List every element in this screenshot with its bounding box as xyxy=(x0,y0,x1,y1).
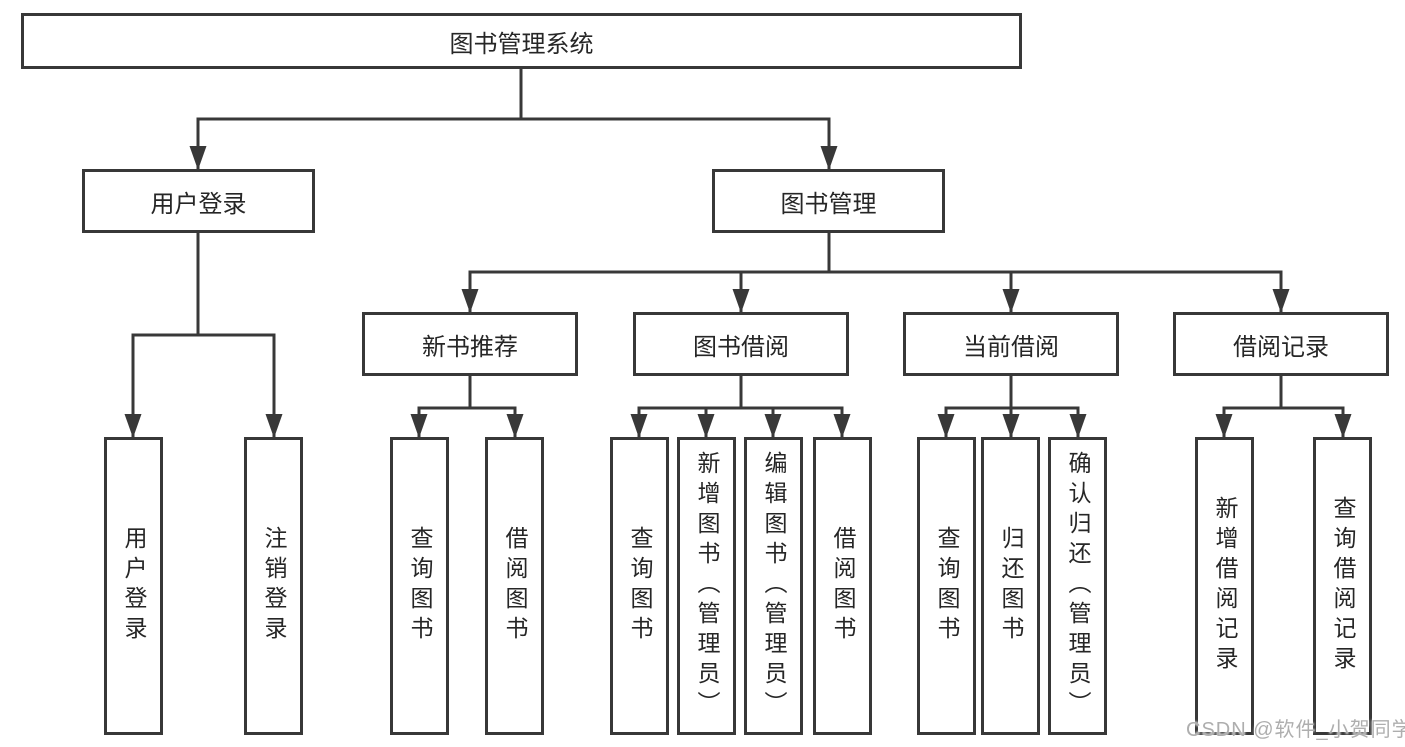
connector-book-borrow-children xyxy=(630,374,851,439)
node-leaf-cb-return: 归还图书 xyxy=(981,437,1040,735)
node-leaf-logout: 注销登录 xyxy=(244,437,303,735)
node-leaf-bb-add: 新增图书（管理员） xyxy=(677,437,736,735)
node-leaf-br-query: 查询借阅记录 xyxy=(1313,437,1372,735)
node-leaf-nb-borrow: 借阅图书 xyxy=(485,437,544,735)
node-leaf-bb-borrow: 借阅图书 xyxy=(813,437,872,735)
node-label: 借阅记录 xyxy=(1233,333,1329,361)
node-label: 用户登录 xyxy=(150,190,247,218)
connector-new-book-children xyxy=(410,374,524,439)
node-label: 查询图书 xyxy=(934,526,960,646)
node-label: 借阅图书 xyxy=(830,526,856,646)
node-label: 用户登录 xyxy=(121,526,147,646)
node-user-login: 用户登录 xyxy=(82,169,315,233)
node-label: 新增图书（管理员） xyxy=(694,451,720,721)
node-label: 编辑图书（管理员） xyxy=(761,451,787,721)
node-label: 图书管理 xyxy=(780,190,877,218)
node-borrow-record: 借阅记录 xyxy=(1173,312,1389,376)
node-label: 图书借阅 xyxy=(693,333,789,361)
node-leaf-bb-query: 查询图书 xyxy=(610,437,669,735)
connector-root-children xyxy=(189,67,838,171)
node-label: 注销登录 xyxy=(261,526,287,646)
node-leaf-cb-query: 查询图书 xyxy=(917,437,976,735)
connector-user-login-children xyxy=(124,231,283,439)
node-leaf-cb-confirm: 确认归还（管理员） xyxy=(1048,437,1107,735)
node-label: 图书管理系统 xyxy=(449,30,594,58)
node-leaf-br-add: 新增借阅记录 xyxy=(1195,437,1254,735)
connector-borrow-record-children xyxy=(1215,374,1352,439)
node-current-borrow: 当前借阅 xyxy=(903,312,1119,376)
connector-current-borrow-children xyxy=(937,374,1087,439)
node-leaf-nb-query: 查询图书 xyxy=(390,437,449,735)
node-label: 查询图书 xyxy=(407,526,433,646)
node-leaf-user-login: 用户登录 xyxy=(104,437,163,735)
node-label: 借阅图书 xyxy=(502,526,528,646)
node-label: 查询图书 xyxy=(627,526,653,646)
node-label: 新书推荐 xyxy=(422,333,518,361)
node-book-borrow: 图书借阅 xyxy=(633,312,849,376)
node-label: 归还图书 xyxy=(998,526,1024,646)
node-book-mgmt: 图书管理 xyxy=(712,169,945,233)
connector-book-mgmt-children xyxy=(461,231,1290,314)
node-label: 查询借阅记录 xyxy=(1330,496,1356,676)
node-leaf-bb-edit: 编辑图书（管理员） xyxy=(744,437,803,735)
node-new-book-rec: 新书推荐 xyxy=(362,312,578,376)
node-label: 新增借阅记录 xyxy=(1212,496,1238,676)
watermark: CSDN @软件_小贺同学 xyxy=(1186,719,1405,741)
node-label: 确认归还（管理员） xyxy=(1065,451,1091,721)
node-label: 当前借阅 xyxy=(963,333,1059,361)
node-root: 图书管理系统 xyxy=(21,13,1022,69)
